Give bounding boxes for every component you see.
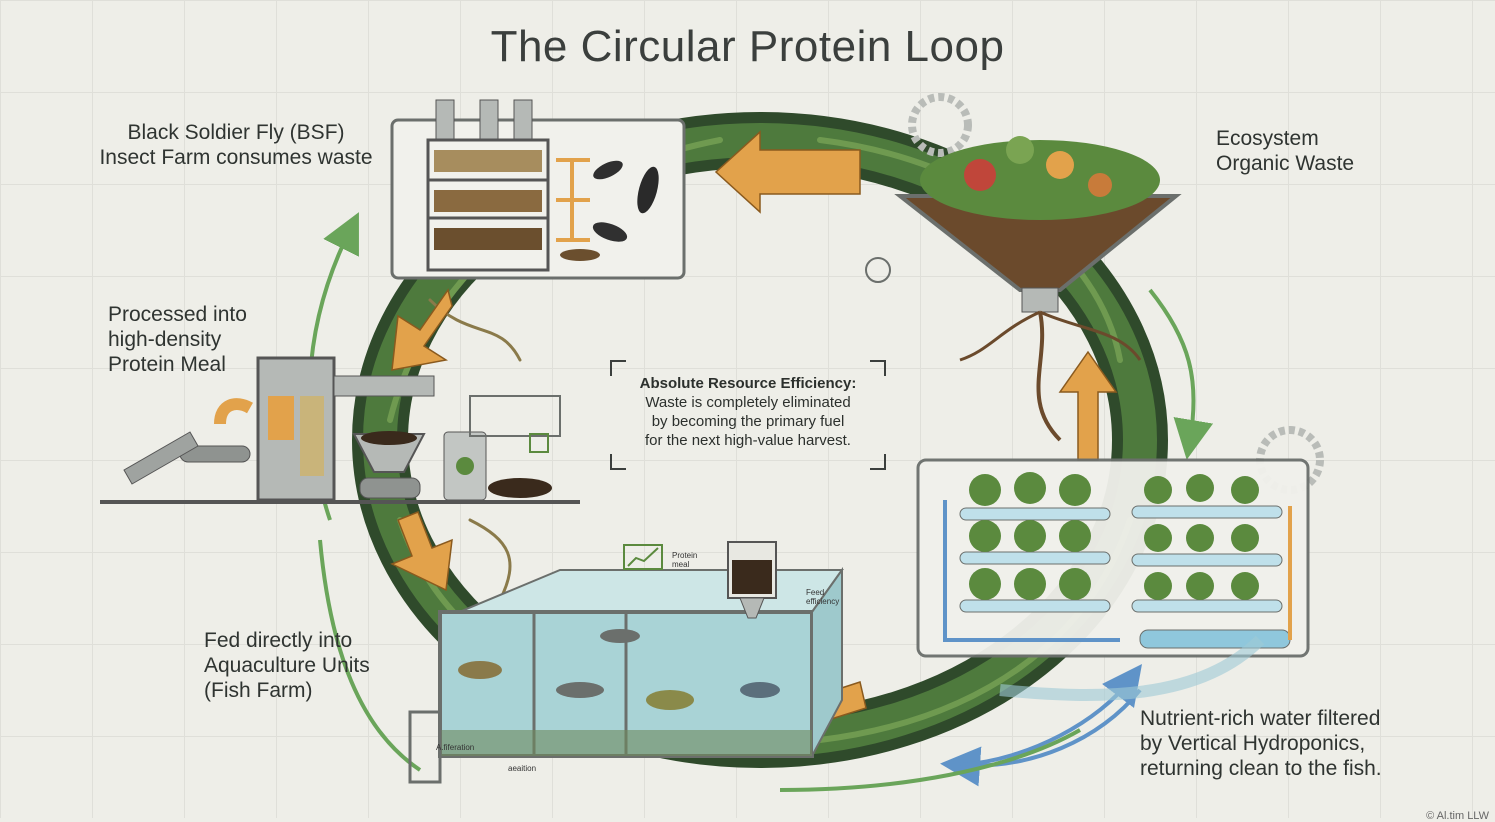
- label-line: (Fish Farm): [204, 678, 370, 703]
- label-line: Ecosystem: [1216, 126, 1354, 151]
- label-line: Insect Farm consumes waste: [96, 145, 376, 170]
- tag-line: efficiency: [806, 597, 839, 606]
- protein-meal-tag: Protein meal: [672, 551, 697, 569]
- label-line: Fed directly into: [204, 628, 370, 653]
- label-line: Black Soldier Fly (BSF): [96, 120, 376, 145]
- label-ecosystem-organic-waste: Ecosystem Organic Waste: [1216, 126, 1354, 176]
- label-line: high-density: [108, 327, 247, 352]
- tag-line: Feed: [806, 588, 839, 597]
- protein-processing-illustration: [100, 358, 580, 502]
- callout-corner: [870, 360, 886, 376]
- tag-line: meal: [672, 560, 697, 569]
- callout-corner: [610, 360, 626, 376]
- aquaculture-tanks-illustration: [410, 542, 842, 782]
- label-processed-protein-meal: Processed into high-density Protein Meal: [108, 302, 247, 377]
- label-line: returning clean to the fish.: [1140, 756, 1382, 781]
- callout-corner: [870, 454, 886, 470]
- label-line: Nutrient-rich water filtered: [1140, 706, 1382, 731]
- label-vertical-hydroponics: Nutrient-rich water filtered by Vertical…: [1140, 706, 1382, 781]
- vertical-hydroponics-illustration: [918, 430, 1320, 695]
- diagram-title: The Circular Protein Loop: [0, 22, 1495, 72]
- label-line: Aquaculture Units: [204, 653, 370, 678]
- label-line: by Vertical Hydroponics,: [1140, 731, 1382, 756]
- callout-line: Waste is completely eliminated: [614, 393, 882, 412]
- aeration-tag: aeaition: [508, 764, 536, 773]
- callout-line: for the next high-value harvest.: [614, 431, 882, 450]
- label-bsf-insect-farm: Black Soldier Fly (BSF) Insect Farm cons…: [96, 120, 376, 170]
- bsf-insect-farm-illustration: [392, 100, 684, 278]
- afiltration-tag: A.fiferation: [436, 743, 474, 752]
- label-line: Organic Waste: [1216, 151, 1354, 176]
- callout-line: by becoming the primary fuel: [614, 412, 882, 431]
- label-line: Protein Meal: [108, 352, 247, 377]
- callout-corner: [610, 454, 626, 470]
- tag-line: Protein: [672, 551, 697, 560]
- label-line: Processed into: [108, 302, 247, 327]
- feed-efficiency-tag: Feed efficiency: [806, 588, 839, 606]
- watermark: © Al.tim LLW: [1426, 810, 1489, 822]
- label-fed-aquaculture: Fed directly into Aquaculture Units (Fis…: [204, 628, 370, 703]
- callout-heading: Absolute Resource Efficiency:: [614, 374, 882, 393]
- efficiency-callout: Absolute Resource Efficiency: Waste is c…: [614, 366, 882, 470]
